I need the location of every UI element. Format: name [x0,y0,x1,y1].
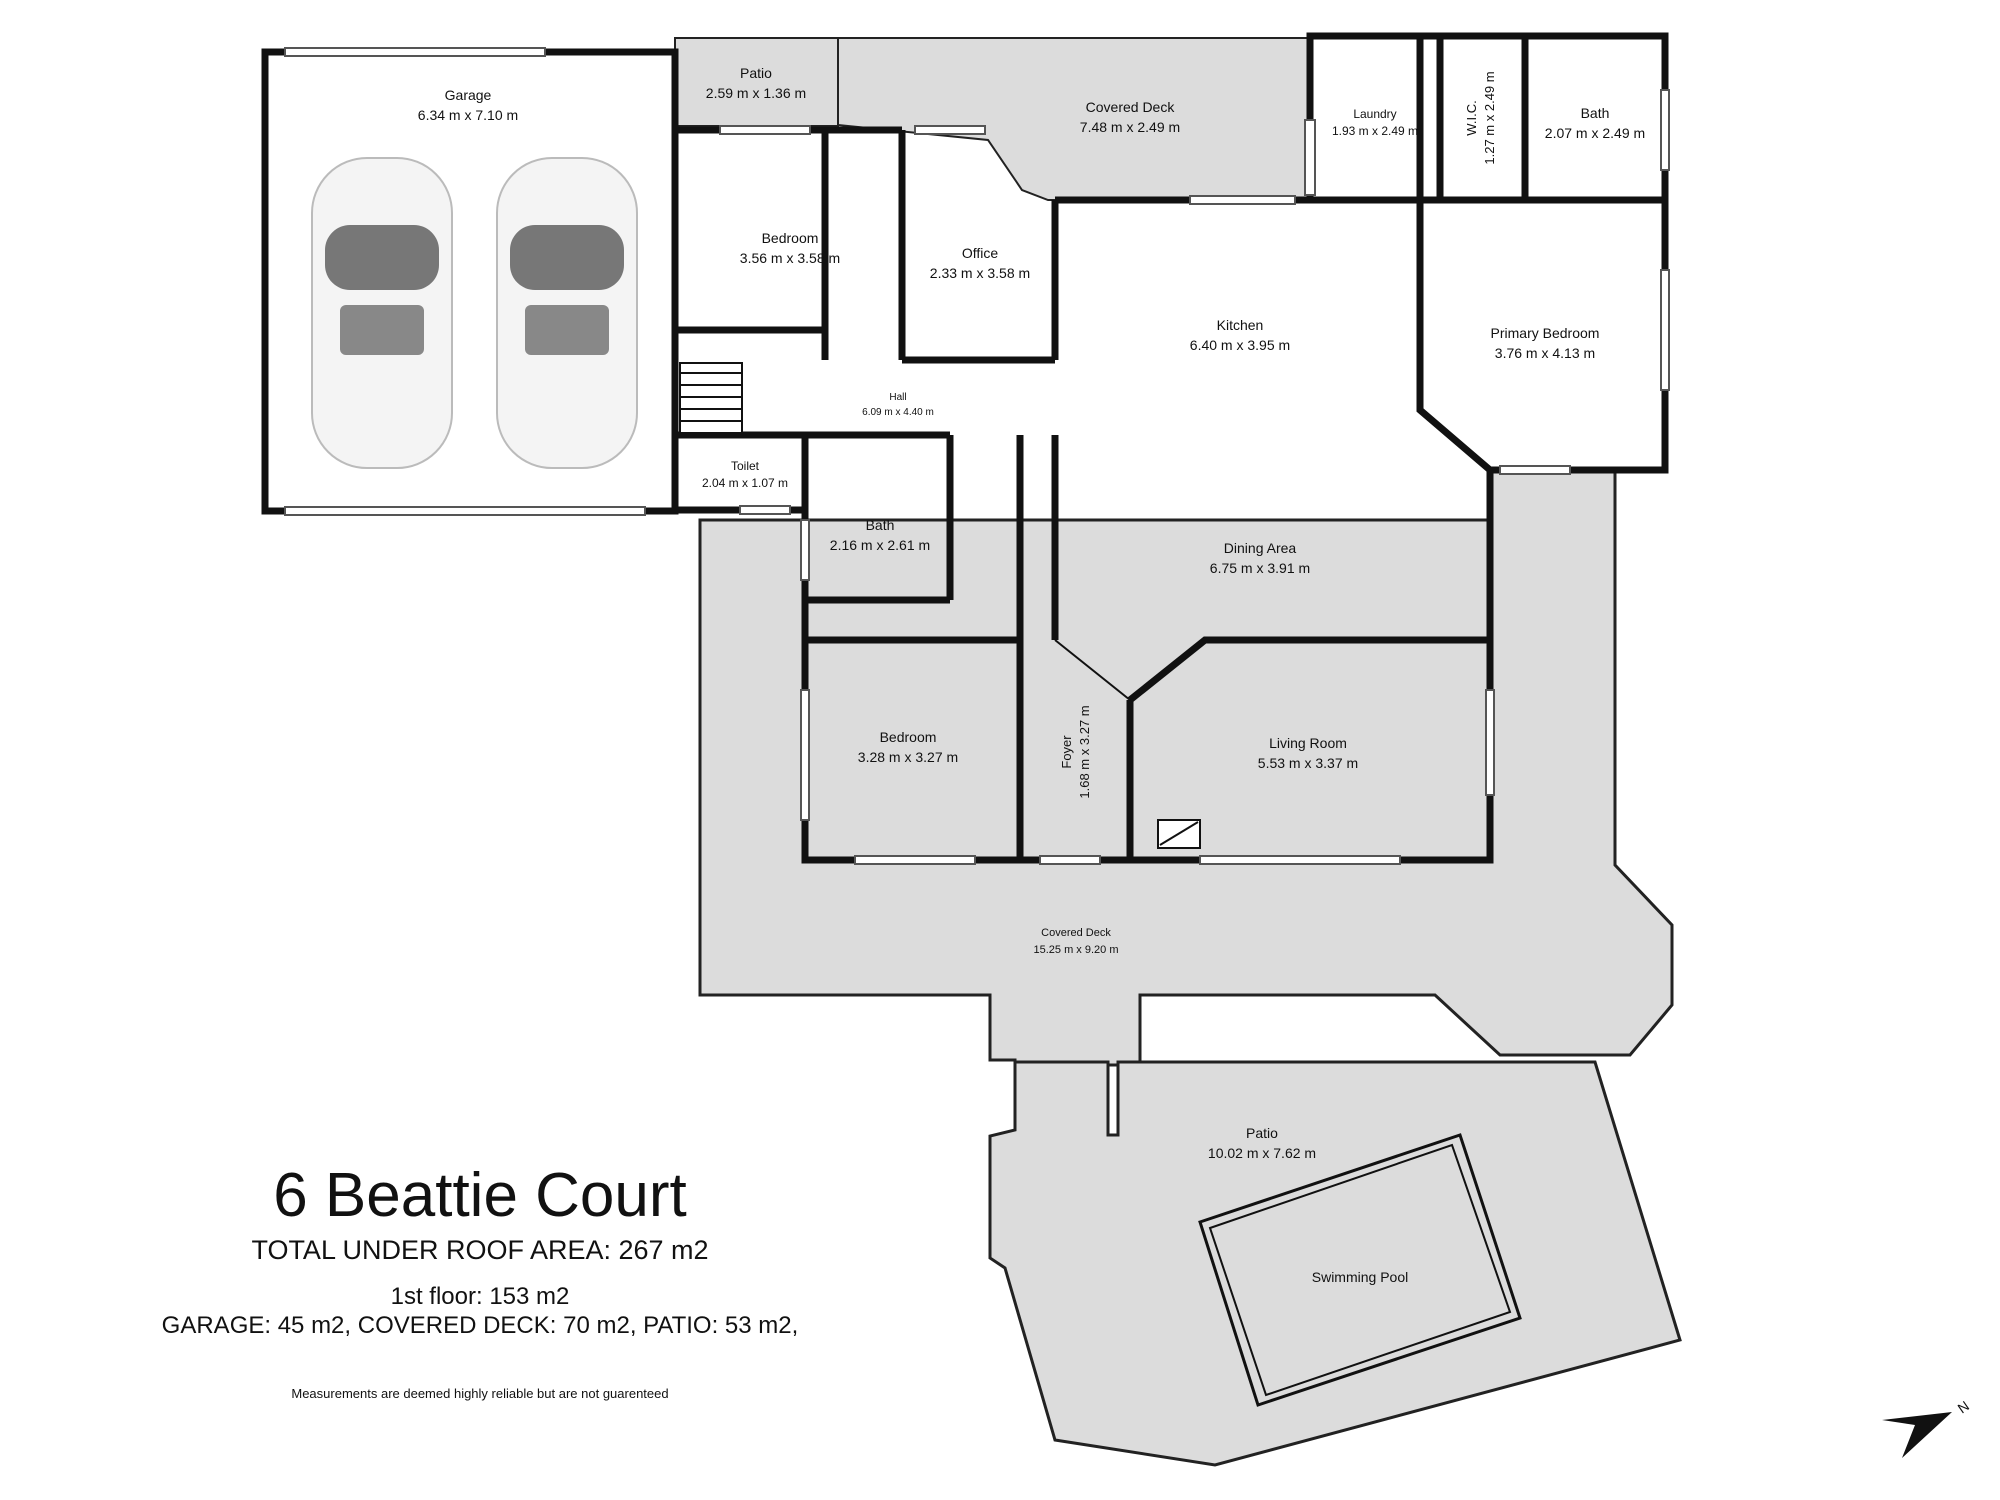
covered-deck-main-name: Covered Deck [1041,927,1111,939]
north-arrow-icon: N [1882,1398,1972,1458]
bedroom-2-size: 3.28 m x 3.27 m [858,749,958,765]
covered-deck-top-size: 7.48 m x 2.49 m [1080,119,1180,135]
patio-main-size: 10.02 m x 7.62 m [1208,1145,1316,1161]
living-size: 5.53 m x 3.37 m [1258,755,1358,771]
bath-main-name: Bath [866,517,895,533]
bath-main-size: 2.16 m x 2.61 m [830,537,930,553]
kitchen-size: 6.40 m x 3.95 m [1190,337,1290,353]
garage-size: 6.34 m x 7.10 m [418,107,518,123]
covered-deck-main-area [698,468,1674,1067]
pool-name: Swimming Pool [1312,1269,1408,1285]
stairs [679,362,743,434]
primary-bedroom-name: Primary Bedroom [1491,325,1600,341]
wic-label: W.I.C. 1.27 m x 2.49 m [1464,71,1497,164]
dining-size: 6.75 m x 3.91 m [1210,560,1310,576]
bath-primary-size: 2.07 m x 2.49 m [1545,125,1645,141]
room-labels: Garage 6.34 m x 7.10 m Patio 2.59 m x 1.… [418,65,1645,1285]
dining-name: Dining Area [1224,540,1297,556]
laundry-name: Laundry [1353,107,1396,121]
property-title: 6 Beattie Court [273,1161,687,1230]
other-areas: GARAGE: 45 m2, COVERED DECK: 70 m2, PATI… [161,1312,799,1339]
disclaimer: Measurements are deemed highly reliable … [291,1386,669,1401]
fireplace [1157,819,1201,849]
car-right-icon [496,157,638,469]
foyer-label: Foyer 1.68 m x 3.27 m [1059,705,1092,798]
outdoor-areas [674,37,1682,1467]
garage-name: Garage [445,87,492,103]
foyer-name: Foyer [1059,735,1074,769]
covered-deck-top-area [837,37,1311,201]
bath-primary-name: Bath [1581,105,1610,121]
floor-area: 1st floor: 153 m2 [390,1283,570,1310]
living-name: Living Room [1269,735,1347,751]
total-area: TOTAL UNDER ROOF AREA: 267 m2 [251,1235,709,1265]
patio-top-area [674,37,839,127]
kitchen-name: Kitchen [1217,317,1264,333]
bedroom-1-name: Bedroom [762,230,819,246]
wic-size: 1.27 m x 2.49 m [1482,71,1497,164]
swimming-pool-outline [1198,1133,1522,1407]
windows [284,47,1670,865]
patio-main-name: Patio [1246,1125,1278,1141]
foyer-size: 1.68 m x 3.27 m [1077,705,1092,798]
patio-top-name: Patio [740,65,772,81]
north-label: N [1955,1398,1972,1417]
primary-bedroom-size: 3.76 m x 4.13 m [1495,345,1595,361]
swimming-pool-inner [1208,1143,1512,1397]
patio-top-size: 2.59 m x 1.36 m [706,85,806,101]
bedroom-1-size: 3.56 m x 3.58 m [740,250,840,266]
covered-deck-main-size: 15.25 m x 9.20 m [1034,944,1119,956]
toilet-name: Toilet [731,459,760,473]
hall-size: 6.09 m x 4.40 m [862,407,934,418]
office-name: Office [962,245,999,261]
office-size: 2.33 m x 3.58 m [930,265,1030,281]
toilet-size: 2.04 m x 1.07 m [702,476,788,490]
covered-deck-top-name: Covered Deck [1086,99,1176,115]
bedroom-2-name: Bedroom [880,729,937,745]
wic-name: W.I.C. [1464,100,1479,135]
hall-name: Hall [889,392,906,403]
laundry-size: 1.93 m x 2.49 m [1332,124,1418,138]
car-left-icon [311,157,453,469]
